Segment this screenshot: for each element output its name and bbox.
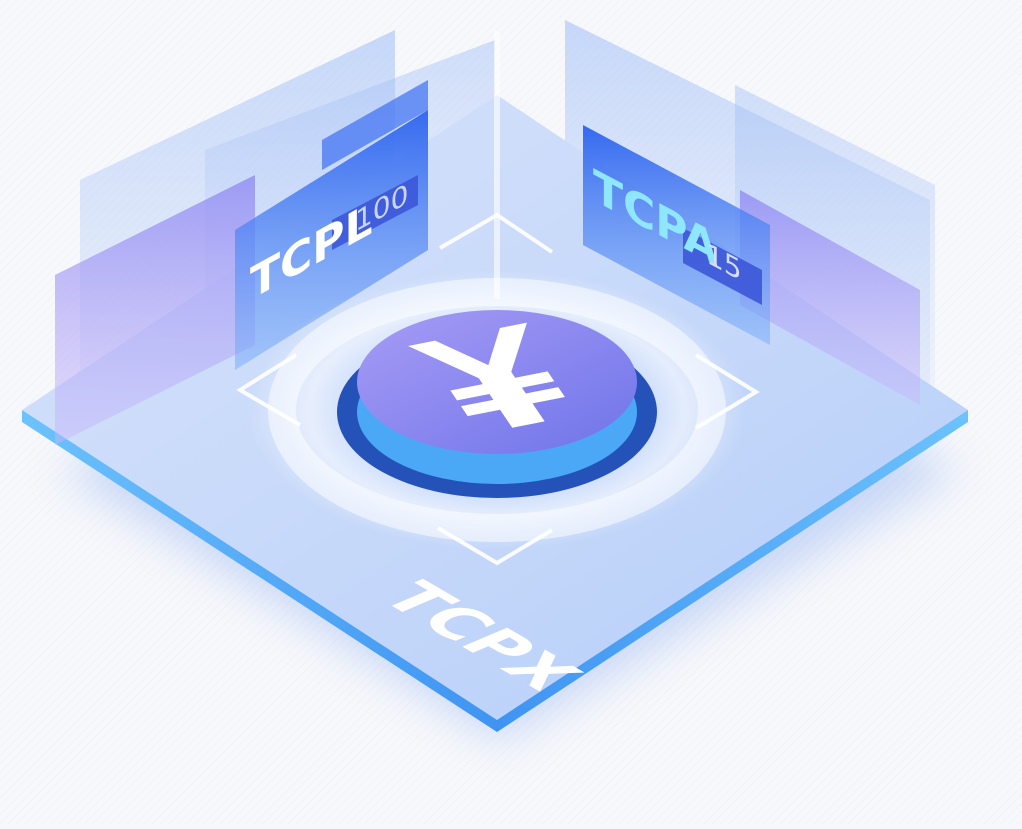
yen-icon [408,322,565,428]
coin [337,310,657,498]
right-purple-panel [740,190,920,405]
right-blue-panel [583,125,770,345]
bracket-right [694,353,760,430]
left-blue-panel [235,110,428,370]
platform-edge-left [22,410,497,732]
left-panel-group [55,80,428,445]
bracket-top [438,212,554,254]
bracket-left [236,353,302,427]
focus-brackets [236,212,760,566]
white-ring [268,278,726,542]
platform-edge-right [497,410,968,732]
bracket-bottom [436,526,554,566]
left-panel-top [322,80,428,170]
left-value-badge [332,175,418,250]
center-wall-edge [494,30,500,300]
right-panel-group [583,125,920,405]
right-value-badge [683,228,762,305]
left-purple-panel [55,175,255,445]
